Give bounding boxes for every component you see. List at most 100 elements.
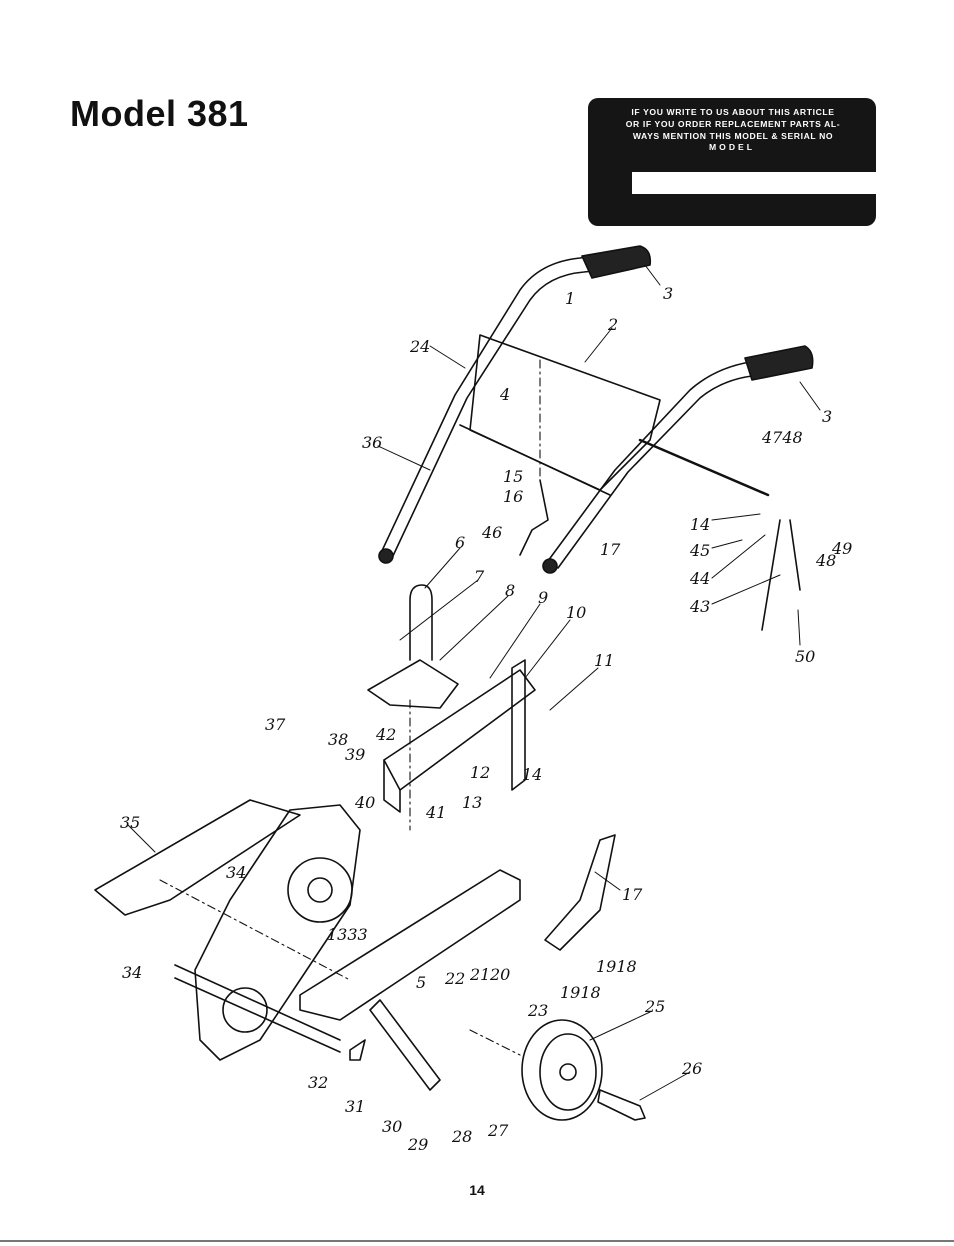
callout-23: 23 — [527, 1001, 548, 1020]
handle-left-tube-inner — [391, 269, 603, 559]
leader-36 — [377, 445, 431, 471]
callout-7: 7 — [474, 567, 485, 586]
leader-50 — [797, 609, 801, 646]
callout-20: 20 — [489, 965, 510, 984]
callout-9: 9 — [538, 588, 548, 607]
tine-shaft-2 — [174, 977, 341, 1053]
bottom-rule — [0, 1240, 954, 1242]
support-bracket — [349, 1039, 366, 1061]
tine-frame-tube-end — [383, 759, 401, 813]
page-number: 14 — [469, 1182, 485, 1198]
diagram-artwork — [94, 245, 821, 1121]
cable-wire — [761, 519, 781, 631]
dash-dot-leaders — [159, 359, 541, 1056]
callout-16: 16 — [503, 487, 523, 506]
callout-42: 42 — [375, 725, 396, 744]
cable-spring — [789, 519, 801, 591]
leader-24 — [429, 345, 466, 369]
leader-17 — [594, 871, 621, 891]
handle-left-tube — [379, 254, 601, 556]
callout-39: 39 — [345, 745, 365, 764]
notice-model-label: MODEL — [708, 142, 756, 152]
callout-31: 31 — [345, 1097, 365, 1116]
callout-44: 44 — [689, 569, 710, 588]
callout-4: 4 — [499, 385, 510, 404]
callout-leaders — [127, 264, 821, 1101]
callout-27: 27 — [487, 1121, 509, 1140]
callout-3a: 3 — [663, 284, 673, 303]
leader-6 — [424, 547, 461, 589]
model-number-field — [632, 172, 890, 194]
callout-45: 45 — [689, 541, 710, 560]
support-strut — [369, 999, 441, 1091]
leader-9 — [489, 603, 541, 679]
callout-28: 28 — [451, 1127, 472, 1146]
leader-10 — [524, 619, 571, 679]
callout-30: 30 — [382, 1117, 402, 1136]
part-callouts: 1 2 3 3 4 24 36 15 16 46 17 4748 14 45 4… — [120, 284, 852, 1154]
callout-25: 25 — [644, 997, 665, 1016]
callout-19-18a: 1918 — [596, 957, 637, 976]
wheel-tire — [521, 1019, 603, 1121]
callout-21: 21 — [469, 965, 490, 984]
handle-right-tube — [544, 361, 751, 566]
control-cable — [638, 438, 770, 497]
leader-25 — [589, 1011, 651, 1041]
axle-bolt — [597, 1089, 646, 1121]
callout-37: 37 — [265, 715, 286, 734]
callout-10: 10 — [566, 603, 586, 622]
leader-dash-3 — [159, 879, 351, 981]
wheel-rim — [539, 1033, 597, 1111]
callout-50: 50 — [795, 647, 815, 666]
handle-right-tube-inner — [557, 375, 753, 569]
leader-8 — [439, 595, 509, 661]
callout-17b: 17 — [622, 885, 643, 904]
callout-8: 8 — [505, 581, 515, 600]
hook-rod — [409, 584, 433, 661]
depth-bar — [511, 659, 526, 791]
handle-grip-left — [581, 245, 652, 279]
callout-2: 2 — [607, 315, 618, 334]
callout-48: 48 — [815, 551, 836, 570]
callout-29: 29 — [407, 1135, 428, 1154]
wheel-hub — [559, 1063, 577, 1081]
callout-34b: 34 — [122, 963, 142, 982]
leader-14 — [711, 513, 761, 521]
callout-35: 35 — [120, 813, 140, 832]
clutch-lever — [519, 479, 549, 556]
callout-38: 38 — [328, 730, 348, 749]
notice-line-1: IF YOU WRITE TO US ABOUT THIS ARTICLE — [631, 107, 835, 117]
side-shield-left — [94, 799, 301, 916]
callout-17a: 17 — [600, 540, 621, 559]
pulley — [287, 857, 353, 923]
callout-3b: 3 — [822, 407, 832, 426]
handle-crossbar — [459, 424, 611, 496]
callout-5: 5 — [416, 973, 426, 992]
lower-frame — [299, 869, 521, 1021]
callout-13a: 13 — [462, 793, 482, 812]
callout-34a: 34 — [226, 863, 246, 882]
leader-45 — [711, 539, 743, 549]
model-serial-notice-box: IF YOU WRITE TO US ABOUT THIS ARTICLE OR… — [588, 98, 890, 226]
tine-frame-tube — [383, 669, 536, 791]
leader-43 — [711, 574, 781, 605]
transmission-housing — [194, 804, 361, 1061]
leader-3b — [799, 381, 821, 411]
mount-plate — [367, 659, 459, 709]
notice-line-3: WAYS MENTION THIS MODEL & SERIAL NO — [632, 131, 834, 141]
callout-22: 22 — [444, 969, 465, 988]
tine-hub — [222, 987, 268, 1033]
callout-43: 43 — [689, 597, 710, 616]
callout-12: 12 — [470, 763, 490, 782]
callout-13-33: 1333 — [327, 925, 368, 944]
page-title: Model 381 — [70, 93, 249, 134]
callout-41: 41 — [425, 803, 446, 822]
leader-44 — [711, 534, 766, 579]
handle-panel — [469, 334, 661, 491]
tine-shaft — [174, 964, 341, 1041]
notice-text: IF YOU WRITE TO US ABOUT THIS ARTICLE OR… — [602, 106, 864, 142]
callout-19-18b: 1918 — [560, 983, 601, 1002]
notice-line-2: OR IF YOU ORDER REPLACEMENT PARTS AL- — [625, 119, 841, 129]
handle-grip-right — [744, 345, 814, 381]
